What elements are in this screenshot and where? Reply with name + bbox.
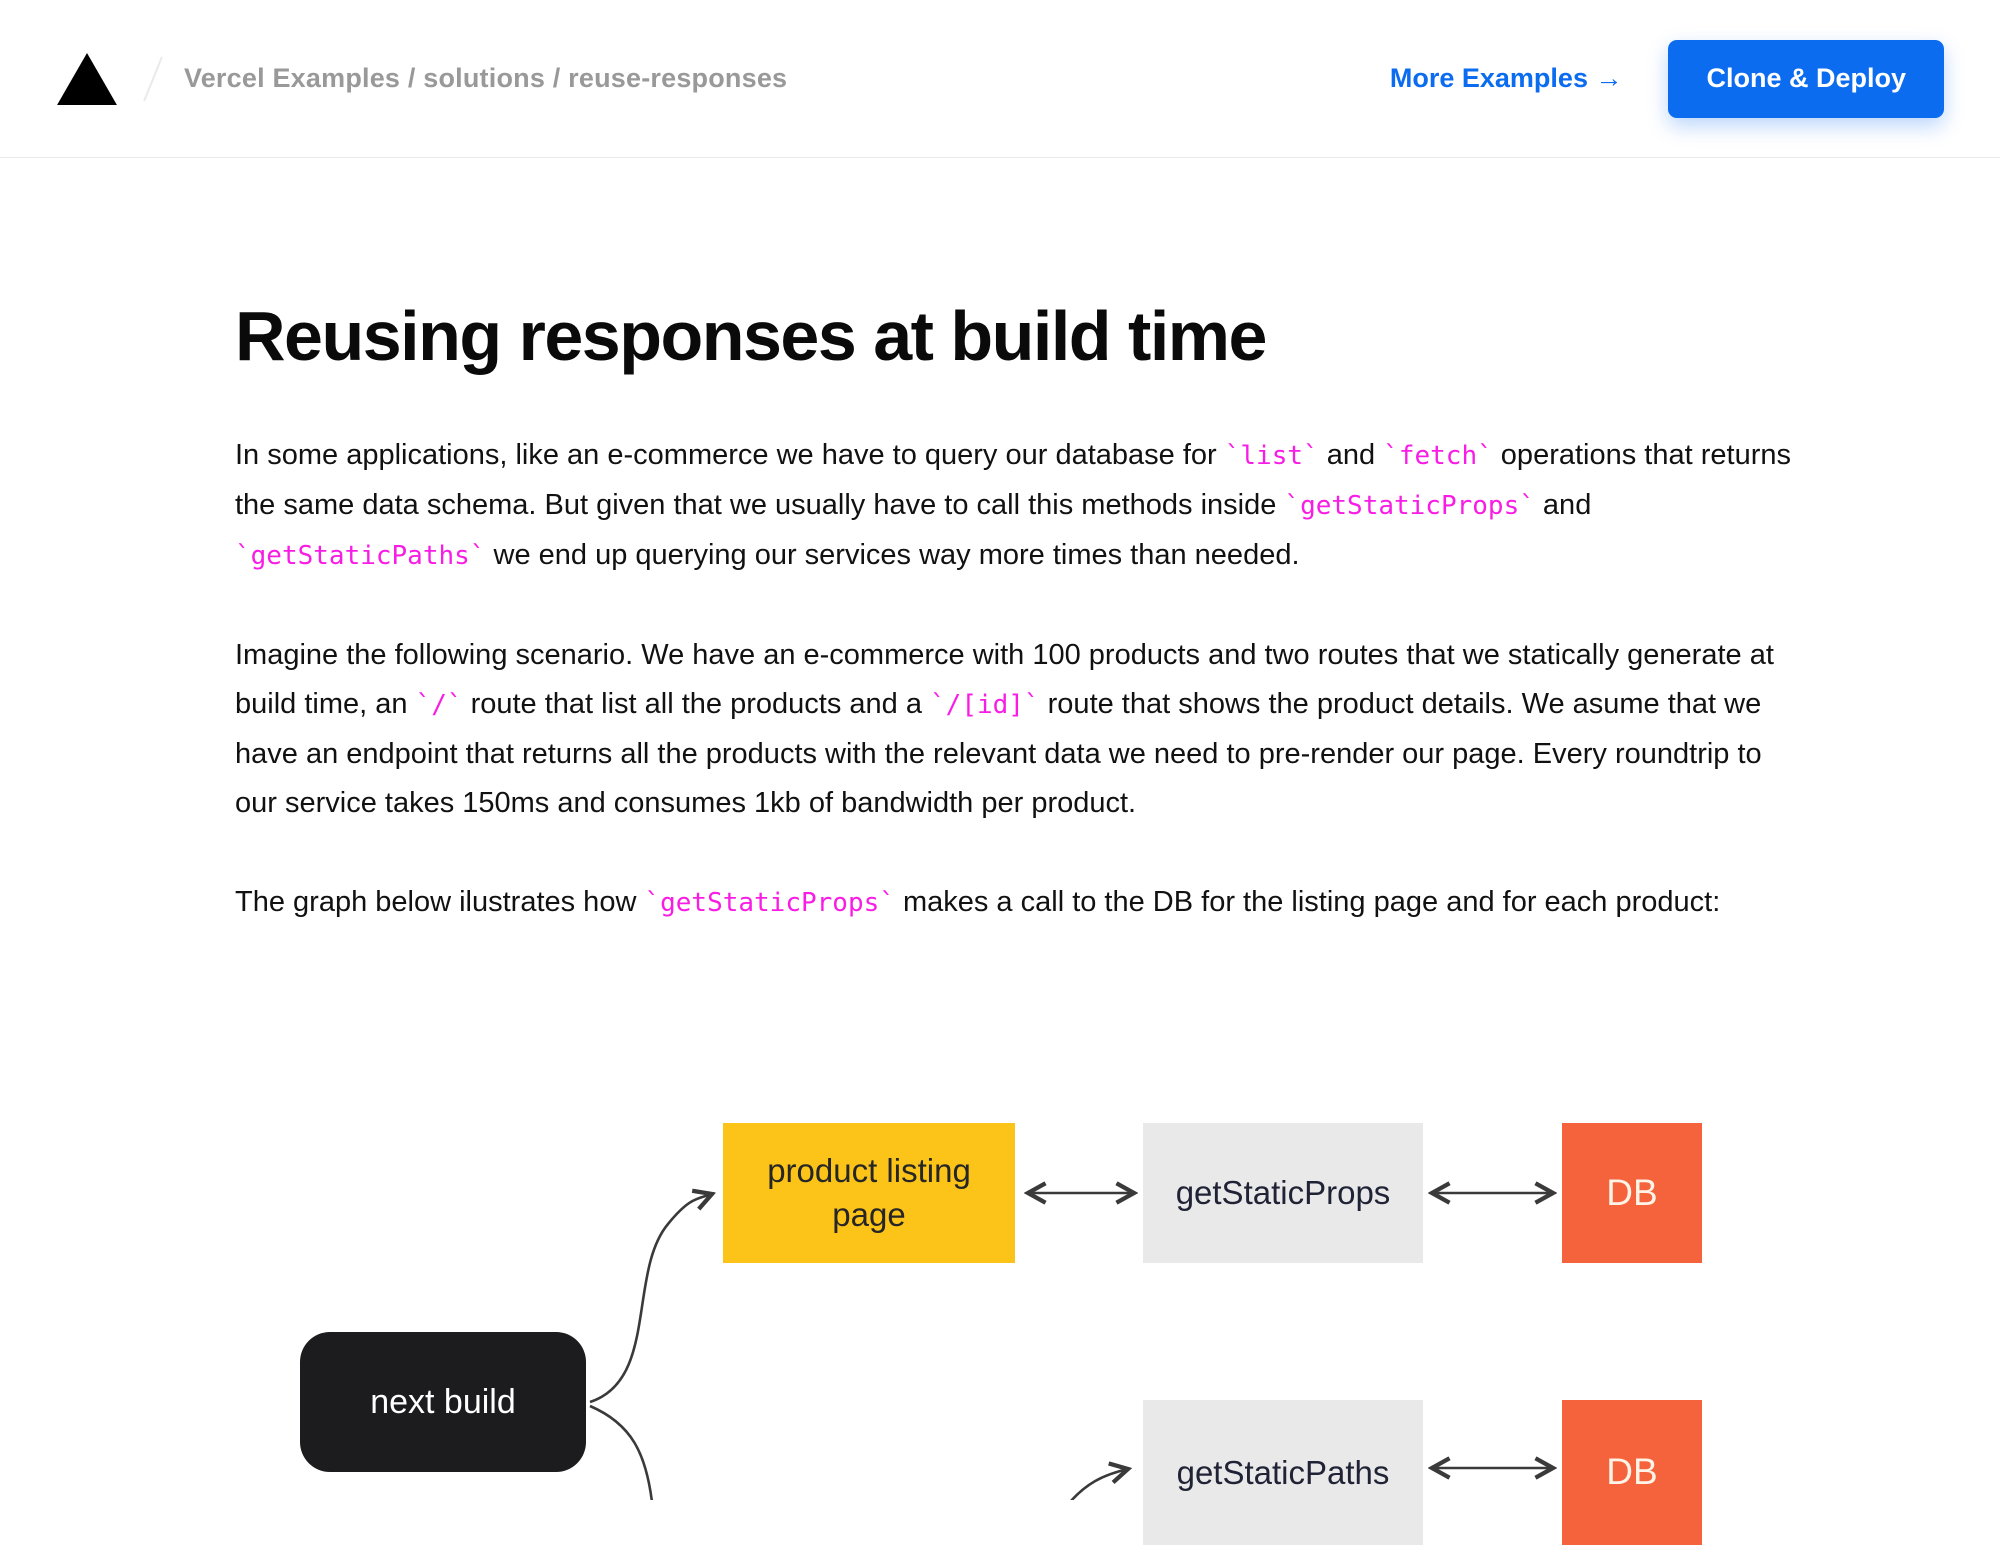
vercel-triangle-icon[interactable] (56, 52, 118, 106)
paragraph: Imagine the following scenario. We have … (235, 631, 1795, 828)
diagram-node-next-build: next build (300, 1332, 586, 1472)
diagram-node-get-static-paths: getStaticPaths (1143, 1400, 1423, 1545)
breadcrumb: Vercel Examples / solutions / reuse-resp… (184, 63, 788, 93)
inline-code: `getStaticProps` (644, 888, 895, 918)
edge-build-down (589, 1404, 654, 1500)
diagram-node-label: DB (1606, 1171, 1658, 1213)
diagram-node-label: DB (1606, 1451, 1658, 1493)
site-header: Vercel Examples / solutions / reuse-resp… (0, 0, 2000, 158)
inline-code: `getStaticPaths` (235, 541, 486, 571)
diagram-node-get-static-props: getStaticProps (1143, 1123, 1423, 1263)
article-body: In some applications, like an e-commerce… (235, 431, 1795, 928)
article: Reusing responses at build time In some … (235, 158, 1795, 978)
diagram-node-label: product listing (767, 1152, 971, 1190)
text-run: we end up querying our services way more… (485, 539, 1300, 571)
inline-code: `/` (415, 690, 463, 720)
text-run: and (1318, 439, 1384, 471)
text-run: makes a call to the DB for the listing p… (894, 886, 1721, 918)
breadcrumb-divider (143, 55, 163, 102)
edge-into-getstaticpaths (1070, 1469, 1128, 1500)
text-run: In some applications, like an e-commerce… (235, 439, 1225, 471)
paragraph: In some applications, like an e-commerce… (235, 431, 1795, 581)
text-run: operations that returns the same data sc… (235, 439, 1791, 521)
clone-deploy-button[interactable]: Clone & Deploy (1668, 39, 1944, 118)
inline-code: `/[id]` (930, 690, 1040, 720)
diagram-node-label: getStaticProps (1175, 1174, 1391, 1212)
text-run: Imagine the following scenario. We have … (235, 639, 1774, 720)
more-examples-link[interactable]: More Examples → (1389, 63, 1623, 93)
diagram-node-label: page (832, 1196, 906, 1233)
diagram-node-label: getStaticPaths (1176, 1453, 1390, 1491)
inline-code: `list` (1224, 441, 1319, 471)
diagram-node-db-bottom: DB (1562, 1400, 1702, 1545)
paragraph: The graph below ilustrates how `getStati… (235, 878, 1795, 928)
diagram-node-db-top: DB (1562, 1123, 1702, 1263)
page-title: Reusing responses at build time (235, 297, 1267, 375)
text-run: and (1534, 489, 1592, 521)
diagram-node-product-listing-page: product listing page (723, 1123, 1015, 1263)
inline-code: `getStaticProps` (1284, 491, 1535, 521)
text-run: The graph below ilustrates how (235, 886, 645, 918)
text-run: route that list all the products and a (462, 688, 931, 720)
diagram-node-label: next build (370, 1382, 516, 1421)
edge-build-to-listing (589, 1194, 712, 1404)
text-run: route that shows the product details. We… (235, 688, 1762, 819)
inline-code: `fetch` (1383, 441, 1493, 471)
